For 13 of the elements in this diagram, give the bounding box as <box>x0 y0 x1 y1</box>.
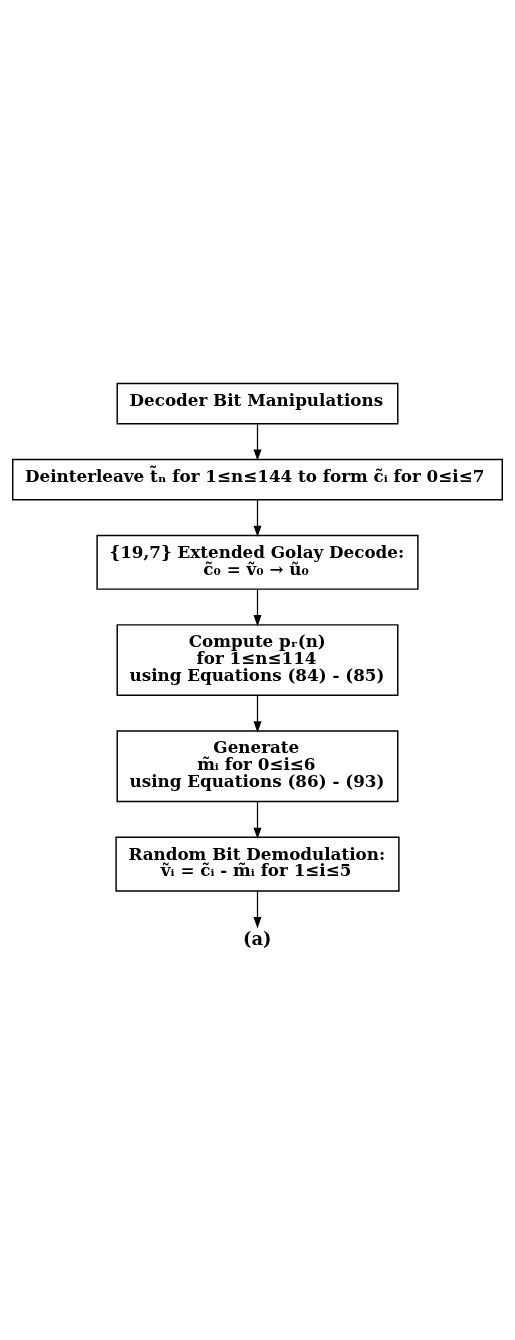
node-box: {19,7} Extended Golay Decode: c̃₀ = ṽ₀ → ũ₀ <box>96 534 419 590</box>
node-box: Decoder Bit Manipulations <box>116 382 399 425</box>
caption: (a) <box>242 928 272 950</box>
node-box: Deinterleave t̃ₙ for 1≤n≤144 to form c̃ᵢ for 0≤i≤7 <box>12 458 503 501</box>
arrow <box>253 801 262 840</box>
arrow <box>253 694 262 733</box>
arrow <box>253 890 262 929</box>
arrow <box>253 423 262 461</box>
arrow <box>253 499 262 538</box>
arrow <box>253 588 262 627</box>
node-box: Generate m̃ᵢ for 0≤i≤6 using Equations (86) - (93) <box>116 730 399 803</box>
node-box: Random Bit Demodulation: ṽᵢ = c̃ᵢ - m̃ᵢ for 1≤i≤5 <box>115 836 400 892</box>
node-box: Compute pᵣ(n) for 1≤n≤114 using Equations (84) - (85) <box>116 624 399 697</box>
